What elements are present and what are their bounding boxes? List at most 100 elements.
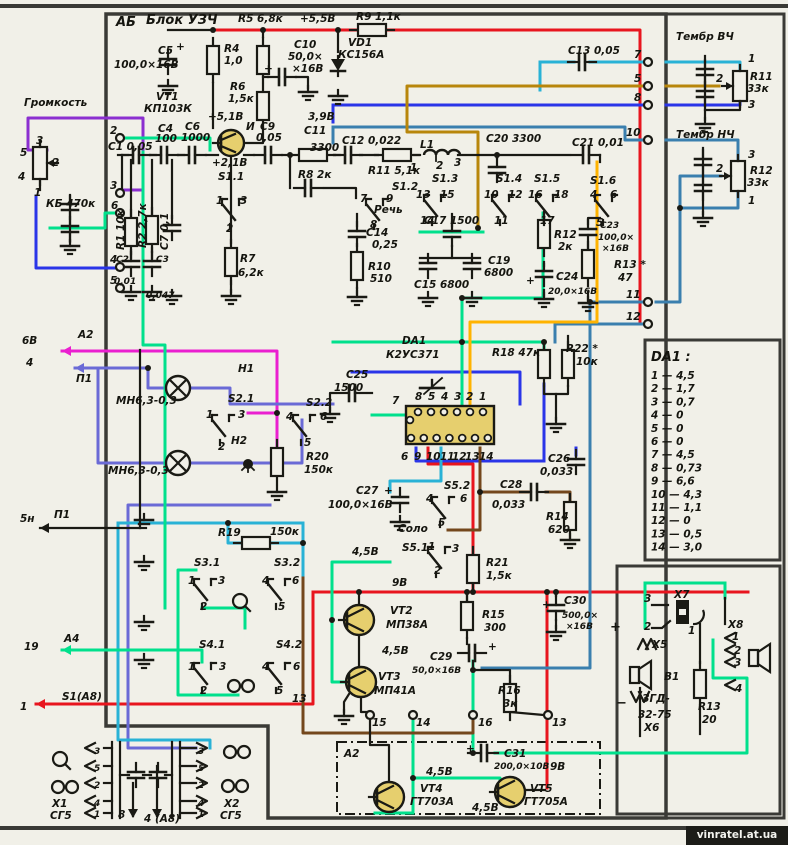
component-label: 15 [440,189,455,201]
component-label: 5 [94,764,100,774]
wire [244,126,265,145]
junction-dot [677,205,683,211]
component-label: 1500 [334,382,363,394]
junction-dot [544,589,550,595]
component-label: 6 [460,493,467,505]
component-label: 0,033 [492,499,525,511]
component-label: 15 [372,717,387,729]
chevron-icon [83,776,97,790]
component-label: 100,0×16В [328,499,393,511]
component-label: 8 [415,391,422,403]
component-label: 32-75 [638,709,672,721]
component-label: C19 [488,255,510,267]
reels-icon [222,744,238,760]
component-label: S3.2 [274,557,300,569]
component-label: X2 [223,798,239,810]
chevron-icon [195,759,209,773]
component-label: C24 [556,271,578,283]
component-label: 1 [428,541,435,553]
da1-table-row: 10 — 4,3 [651,489,702,501]
ic-pin [465,407,475,417]
junction-dot [145,365,151,371]
wire [60,648,204,664]
da1-table-row: 11 — 1,1 [651,502,702,514]
resistor-icon [223,246,239,278]
chevron-icon [723,655,737,669]
component-label: C9 [260,121,275,133]
section-frame [615,564,782,816]
chevron-icon [637,690,651,704]
component-label: 6 [401,451,408,463]
component-label: C28 [500,479,522,491]
component-label: A2 [77,329,93,341]
shape [267,583,283,602]
component-label: VD1 [348,37,372,49]
component-label: КБ 470к [46,198,96,210]
component-label: S2.1 [228,393,254,405]
component-label: 2 [200,685,207,697]
wire [176,568,240,697]
component-label: VT3 [378,671,401,683]
wire [480,300,650,670]
component-label: 3 [238,409,245,421]
component-label: 6 [320,411,327,423]
component-label: 100,0× [598,233,634,243]
component-label: АБ [115,15,136,30]
speaker-icon [747,648,760,668]
shape [292,419,308,438]
wire [301,576,475,735]
component-label: 2 [94,781,100,791]
component-label: 9 [414,451,421,463]
wire [493,638,749,755]
component-label: + [542,599,551,611]
da1-table-title: DA1 : [651,350,691,365]
component-label: 8 [118,809,125,821]
connector-pin [467,709,479,721]
component-label: + [488,641,497,653]
wire [542,384,570,396]
component-label: C27 [356,485,379,497]
shape [594,199,610,218]
component-label: + [610,620,621,635]
component-label: 3 [734,657,741,669]
component-label: 2к [558,241,573,253]
component-label: 16 [528,189,543,201]
component-label: 1 [94,810,100,820]
ic-pin [413,407,423,417]
component-label: 2 [110,125,117,137]
magnifier-icon [231,592,249,610]
component-label: 2 [226,223,233,235]
wire [141,150,167,610]
chevron-icon [636,637,650,651]
component-label: R21 [486,557,509,569]
component-label: 150к [304,464,334,476]
resistor-icon [465,553,481,585]
shape [267,667,283,686]
component-label: 5 [428,391,435,403]
component-label: C23 [600,221,619,231]
resistor-icon [381,147,413,163]
shape [345,621,365,633]
component-label: КС156А [338,49,384,61]
component-label: 13 [416,189,431,201]
component-label: Тембр ВЧ [676,31,734,43]
resistor-icon [144,214,160,246]
connector-pin [114,261,126,273]
wire [650,619,672,630]
wire [126,503,272,750]
chevron-icon [83,794,97,808]
pot-wiper-arrow [724,172,731,180]
da1-table-row: 14 — 3,0 [651,542,702,554]
component-label: ГТ705А [524,796,568,808]
component-label: 4 [734,683,742,695]
junction-dot [475,225,481,231]
component-label: 5н [20,513,35,525]
component-label: R12 [750,165,773,177]
component-label: 12 [452,451,467,463]
ic-pin [452,407,462,417]
component-label: 3 [36,135,43,147]
component-label: B1 [664,671,679,683]
junction-dot [459,339,465,345]
shape [246,462,256,472]
component-label: 4 [440,391,448,403]
